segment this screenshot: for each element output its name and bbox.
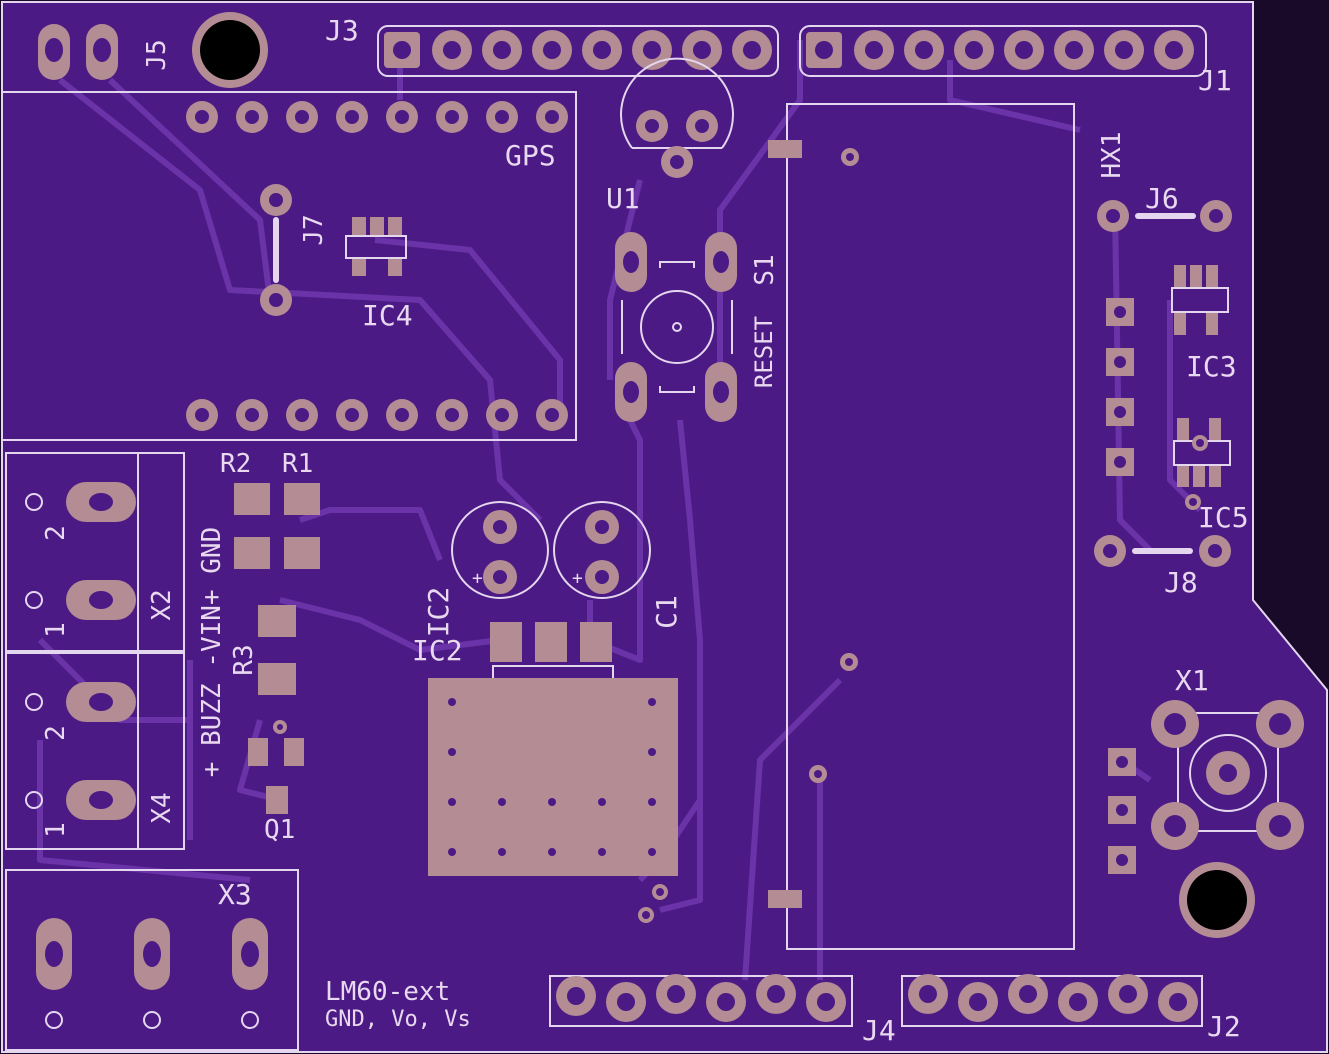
- right-column-parts: HX1 J6 IC3 IC5 J8: [1094, 132, 1249, 599]
- x1-sma-connector: X1: [1108, 664, 1304, 874]
- x1-label: X1: [1175, 664, 1209, 697]
- x2-pin2-label: 2: [41, 525, 71, 541]
- j1-label: J1: [1198, 64, 1232, 97]
- ic5-label: IC5: [1198, 501, 1249, 534]
- r3-label: R3: [229, 644, 259, 675]
- display-module-outline: [768, 103, 1075, 950]
- j7-label: J7: [299, 214, 329, 245]
- r2-label: R2: [220, 449, 251, 479]
- c1-label: C1: [650, 595, 683, 629]
- header-j3: J3: [325, 14, 779, 77]
- x2-pin1-label: 1: [41, 622, 71, 638]
- gps-label: GPS: [505, 139, 556, 172]
- s1-label: S1: [750, 254, 780, 285]
- passives-r1-r2-r3-q1: R2 R1 R3 Q1: [220, 449, 320, 845]
- x4-label: X4: [147, 792, 177, 823]
- ic4-label: IC4: [362, 299, 413, 332]
- c1-plus-label: +: [572, 568, 583, 589]
- j2-label: J2: [1207, 1010, 1241, 1043]
- ic3-label: IC3: [1186, 350, 1237, 383]
- power-pins-label: + BUZZ -VIN+ GND: [197, 527, 227, 777]
- header-j4: J4: [549, 974, 896, 1047]
- reset-switch-s1: S1 RESET: [615, 232, 780, 422]
- j4-label: J4: [862, 1014, 896, 1047]
- jumper-j7: J7: [260, 184, 329, 316]
- ic2-label: IC2: [412, 634, 463, 667]
- ic2-rotated-label: IC2: [422, 587, 455, 638]
- lm60-pins: GND, Vo, Vs: [325, 1007, 471, 1032]
- j6-label: J6: [1145, 182, 1179, 215]
- ic4-sot23: IC4: [345, 217, 413, 332]
- gps-module: GPS: [1, 91, 577, 441]
- q1-label: Q1: [264, 815, 295, 845]
- x2-label: X2: [147, 589, 177, 620]
- hx1-label: HX1: [1097, 132, 1127, 179]
- u1-regulator: U1: [606, 57, 734, 215]
- c2-plus-label: +: [472, 568, 483, 589]
- x3-label: X3: [218, 878, 252, 911]
- capacitors: + + IC2 C1: [422, 501, 683, 638]
- j3-label: J3: [325, 14, 359, 47]
- x4-pin2-label: 2: [41, 725, 71, 741]
- x4-pin1-label: 1: [41, 822, 71, 838]
- terminal-x2-x4: 2 1 2 1 X2 X4 + BUZZ -VIN+ GND: [5, 452, 227, 850]
- r1-label: R1: [282, 449, 313, 479]
- lm60-title: LM60-ext: [325, 977, 450, 1007]
- reset-label: RESET: [750, 316, 778, 388]
- ic2-dpak: IC2: [412, 622, 678, 923]
- connector-j5: J5: [38, 24, 172, 80]
- header-j1: J1: [799, 25, 1232, 97]
- u1-label: U1: [606, 182, 640, 215]
- j5-label: J5: [142, 39, 172, 70]
- j8-label: J8: [1164, 566, 1198, 599]
- header-j2: J2: [901, 974, 1241, 1043]
- terminal-x3: X3 LM60-ext GND, Vo, Vs: [5, 869, 471, 1051]
